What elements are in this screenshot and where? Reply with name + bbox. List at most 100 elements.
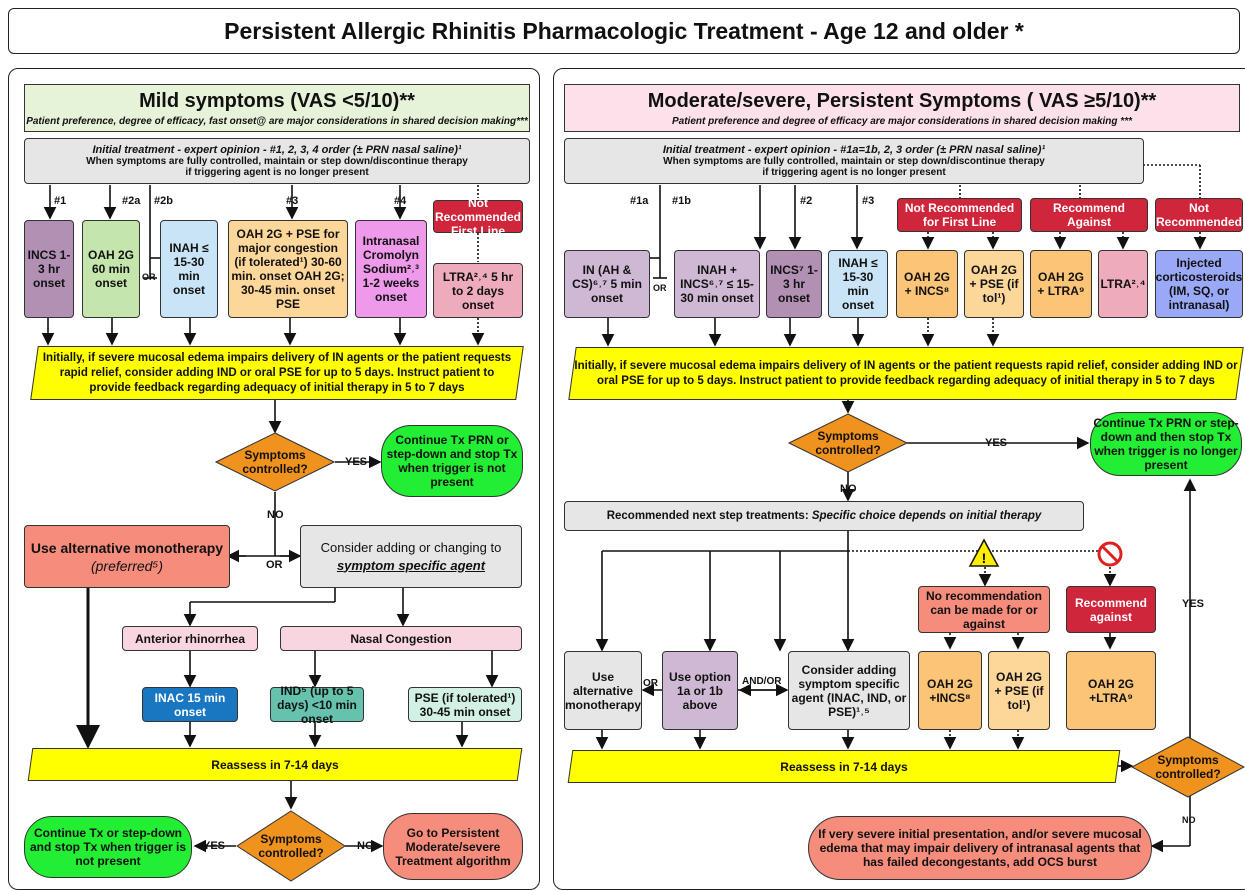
mild-diamond-1 <box>215 432 335 492</box>
moderate-header: Moderate/severe, Persistent Symptoms ( V… <box>564 84 1240 132</box>
option-inah-r: INAH ≤ 15-30 min onset <box>828 250 888 318</box>
moderate-initial-line1: Initial treatment - expert opinion - #1a… <box>662 144 1046 156</box>
andor-label: AND/OR <box>742 676 782 687</box>
label-r-or: OR <box>653 283 667 293</box>
alt-preferred-text: (preferred⁵) <box>90 557 164 574</box>
moderate-header-sub: Patient preference and degree of efficac… <box>672 115 1132 127</box>
moderate-initial-line2: When symptoms are fully controlled, main… <box>663 156 1045 167</box>
moderate-continue: Continue Tx PRN or step-down and then st… <box>1090 412 1242 476</box>
consider-box: Consider adding or changing to symptom s… <box>300 525 522 588</box>
option-oah: OAH 2G 60 min onset <box>82 220 140 318</box>
label-or: OR <box>142 272 156 282</box>
warning-icon: ! <box>968 538 1000 567</box>
ocs-burst: If very severe initial presentation, and… <box>808 816 1152 880</box>
mild-header-title: Mild symptoms (VAS <5/10)** <box>139 89 415 112</box>
option-ltra-r: LTRA²˒⁴ <box>1098 250 1148 318</box>
option-in-ahcs: IN (AH & CS)⁶˒⁷ 5 min onset <box>564 250 650 318</box>
mild-header-sub: Patient preference, degree of efficacy, … <box>26 115 528 127</box>
alt-monotherapy-text: Use alternative monotherapy <box>30 539 224 556</box>
recommend-against: Recommend Against <box>1030 198 1148 232</box>
mild-no-2: NO <box>357 840 374 852</box>
label-n2a: #2a <box>122 195 141 207</box>
moderate-initial-line3: if triggering agent is no longer present <box>762 167 946 178</box>
option-cromolyn: Intranasal Cromolyn Sodium²˒³ 1-2 weeks … <box>355 220 427 318</box>
consider-text: Consider adding or changing to <box>320 539 502 555</box>
oah-incs-2: OAH 2G +INCS⁸ <box>918 651 982 730</box>
svg-text:!: ! <box>982 550 987 566</box>
mild-or-2: OR <box>266 559 283 571</box>
mild-initial-line2: When symptoms are fully controlled, main… <box>86 156 468 167</box>
option-injected: Injected corticosteroids (IM, SQ, or int… <box>1155 250 1243 318</box>
ind-box: IND⁵ (up to 5 days) <10 min onset <box>270 684 364 726</box>
mild-no-1: NO <box>267 509 284 521</box>
moderate-yes-2: YES <box>1182 598 1205 610</box>
recommend-against-2: Recommend against <box>1066 586 1156 633</box>
moderate-yes-1: YES <box>985 437 1008 449</box>
alt-monotherapy-box: Use alternative monotherapy (preferred⁵) <box>24 525 230 588</box>
option-inah-incs: INAH + INCS⁶˒⁷ ≤ 15-30 min onset <box>674 250 760 318</box>
not-recommended-first-line-r: Not Recommended for First Line <box>897 198 1022 232</box>
moderate-reassess-text: Reassess in 7-14 days <box>780 759 908 774</box>
moderate-diamond-1 <box>788 413 908 473</box>
label-n3: #3 <box>286 195 299 207</box>
mild-yes-1: YES <box>345 456 368 468</box>
moderate-no-2: NO <box>1182 815 1196 825</box>
next-step-box: Recommended next step treatments: Specif… <box>564 501 1084 531</box>
mild-reassess-text: Reassess in 7-14 days <box>211 757 339 772</box>
use-alt-mono: Use alternative monotherapy <box>564 651 642 730</box>
anterior-rhinorrhea: Anterior rhinorrhea <box>122 626 258 651</box>
next-step-italic: Specific choice depends on initial thera… <box>811 510 1042 522</box>
mild-header: Mild symptoms (VAS <5/10)** Patient pref… <box>24 84 530 132</box>
mild-initial-box: Initial treatment - expert opinion - #1,… <box>24 138 530 184</box>
mild-diamond-2 <box>236 810 346 882</box>
mild-initial-line1: Initial treatment - expert opinion - #1,… <box>92 144 462 156</box>
moderate-diamond-2 <box>1131 736 1245 798</box>
option-incs-r: INCS⁷ 1-3 hr onset <box>766 250 822 318</box>
moderate-symptoms-text: Symptoms controlled? <box>815 429 881 457</box>
moderate-symptoms-text-2: Symptoms controlled? <box>1155 753 1221 781</box>
oah-pse-2: OAH 2G + PSE (if tol¹) <box>988 651 1050 730</box>
option-incs: INCS 1-3 hr onset <box>24 220 74 318</box>
option-oah-pse: OAH 2G + PSE for major congestion (if to… <box>228 220 348 318</box>
mild-symptoms-text: Symptoms controlled? <box>242 448 308 476</box>
mild-yes-2: YES <box>203 840 226 852</box>
right-panel <box>553 68 1245 890</box>
goto-moderate: Go to Persistent Moderate/severe Treatme… <box>383 813 523 880</box>
mild-continue: Continue Tx PRN or step-down and stop Tx… <box>381 425 523 497</box>
inac-box: INAC 15 min onset <box>142 687 238 722</box>
no-recommendation: No recommendation can be made for or aga… <box>918 586 1050 633</box>
mild-edema-text: Initially, if severe mucosal edema impai… <box>42 351 512 394</box>
option-oah-incs: OAH 2G + INCS⁸ <box>896 250 958 318</box>
moderate-initial-box: Initial treatment - expert opinion - #1a… <box>564 138 1144 184</box>
label-n1b: #1b <box>672 195 691 207</box>
prohibited-icon <box>1097 541 1123 567</box>
mild-continue-2: Continue Tx or step-down and stop Tx whe… <box>24 816 192 878</box>
label-n4: #4 <box>394 195 407 207</box>
moderate-edema-text: Initially, if severe mucosal edema impai… <box>574 359 1238 387</box>
label-n1: #1 <box>54 195 67 207</box>
option-inah: INAH ≤ 15-30 min onset <box>160 220 218 318</box>
not-recommended-first-line: Not Recommended First Line <box>433 195 523 238</box>
label-r-n3: #3 <box>862 195 875 207</box>
label-n1a: #1a <box>630 195 649 207</box>
pse-box: PSE (if tolerated¹) 30-45 min onset <box>408 687 522 722</box>
page-title: Persistent Allergic Rhinitis Pharmacolog… <box>8 8 1240 54</box>
moderate-header-title: Moderate/severe, Persistent Symptoms ( V… <box>647 89 1157 112</box>
oah-ltra-2: OAH 2G +LTRA⁹ <box>1066 651 1156 730</box>
mild-initial-line3: if triggering agent is no longer present <box>185 167 369 178</box>
option-oah-pse-r: OAH 2G + PSE (if tol¹) <box>964 250 1024 318</box>
left-panel <box>8 68 540 890</box>
option-ltra: LTRA²˒⁴ 5 hr to 2 days onset <box>433 263 523 318</box>
moderate-no-1: NO <box>840 483 857 495</box>
option-oah-ltra: OAH 2G + LTRA⁹ <box>1030 250 1092 318</box>
next-step-text: Recommended next step treatments: <box>606 510 809 522</box>
not-recommended: Not Recommended <box>1155 198 1243 232</box>
nasal-congestion: Nasal Congestion <box>280 626 522 651</box>
moderate-or-2: OR <box>643 678 658 689</box>
consider-text-2: symptom specific agent <box>336 557 486 573</box>
label-n2b: #2b <box>154 195 173 207</box>
label-r-n2: #2 <box>800 195 813 207</box>
use-option: Use option 1a or 1b above <box>662 651 738 730</box>
mild-symptoms-text-2: Symptoms controlled? <box>258 832 324 860</box>
